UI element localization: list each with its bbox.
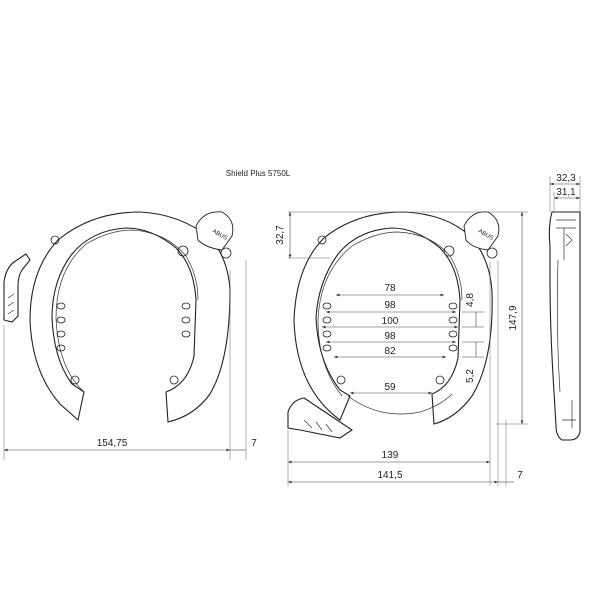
dim-side-offset: 7 bbox=[517, 470, 523, 481]
mounting-bracket bbox=[3, 253, 31, 323]
dim-spacing-upper: 4,8 bbox=[465, 293, 476, 307]
center-cylinder-cap bbox=[463, 211, 500, 251]
cylinder-cap bbox=[195, 211, 234, 251]
dim-depth-32-3: 32,3 bbox=[556, 173, 576, 184]
mounting-holes-left bbox=[50, 235, 191, 385]
dim-inner-59: 59 bbox=[384, 382, 396, 393]
drawing-title: Shield Plus 5750L bbox=[226, 169, 291, 178]
mounting-holes-center bbox=[317, 235, 458, 385]
dim-height: 147,9 bbox=[508, 305, 519, 330]
dim-side-top: 32,7 bbox=[275, 225, 286, 245]
center-bracket bbox=[287, 397, 353, 439]
dim-inner-82: 82 bbox=[384, 346, 396, 357]
dim-inner-100: 100 bbox=[382, 316, 399, 327]
dim-depth-31-1: 31,1 bbox=[556, 187, 576, 198]
center-lock-body bbox=[293, 211, 493, 425]
dim-front-offset: 7 bbox=[251, 438, 257, 449]
dim-width-139: 139 bbox=[382, 450, 399, 461]
dim-inner-78: 78 bbox=[384, 283, 396, 294]
front-view-left: ABUS 154,75 7 bbox=[3, 211, 257, 460]
dim-inner-98-top: 98 bbox=[384, 300, 396, 311]
dim-inner-98-bottom: 98 bbox=[384, 331, 396, 342]
side-view: 32,3 31,1 bbox=[548, 173, 581, 441]
side-profile bbox=[548, 211, 581, 441]
dim-width-141-5: 141,5 bbox=[377, 470, 402, 481]
dim-front-width: 154,75 bbox=[97, 438, 128, 449]
lock-body-outer bbox=[29, 211, 231, 423]
front-view-center: ABUS 78 98 100 98 82 59 4,8 5,2 32,7 bbox=[275, 211, 528, 486]
dim-spacing-lower: 5,2 bbox=[465, 369, 476, 383]
